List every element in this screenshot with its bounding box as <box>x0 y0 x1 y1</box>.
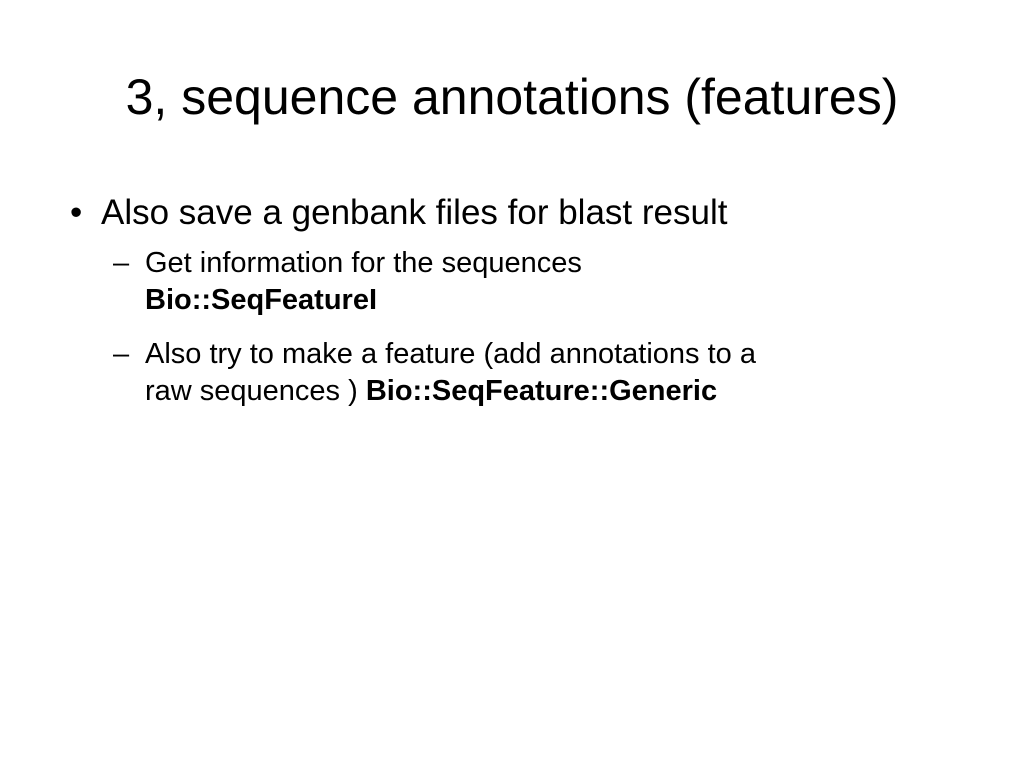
sub-bullet-list: – Get information for the sequences Bio:… <box>70 245 970 410</box>
sub-bullet-item: – Get information for the sequences Bio:… <box>113 245 970 319</box>
class-name-bold: Bio::SeqFeatureI <box>145 284 378 316</box>
sub-bullet-line-2: raw sequences ) Bio::SeqFeature::Generic <box>145 373 970 410</box>
bullet-text: Also save a genbank files for blast resu… <box>101 193 728 232</box>
bullet-marker: • <box>70 193 83 232</box>
bullet-item: • Also save a genbank files for blast re… <box>70 190 970 236</box>
dash-marker: – <box>113 247 130 279</box>
sub-bullet-line-1: Get information for the sequences <box>145 247 582 279</box>
sub-bullet-item: – Also try to make a feature (add annota… <box>113 336 970 410</box>
sub-bullet-plain-text: raw sequences ) <box>145 375 366 407</box>
slide-title: 3, sequence annotations (features) <box>125 69 899 125</box>
dash-marker: – <box>113 338 130 370</box>
sub-bullet-line-1: Also try to make a feature (add annotati… <box>145 338 756 370</box>
class-name-bold: Bio::SeqFeature::Generic <box>365 375 718 407</box>
slide-content: • Also save a genbank files for blast re… <box>70 190 970 427</box>
